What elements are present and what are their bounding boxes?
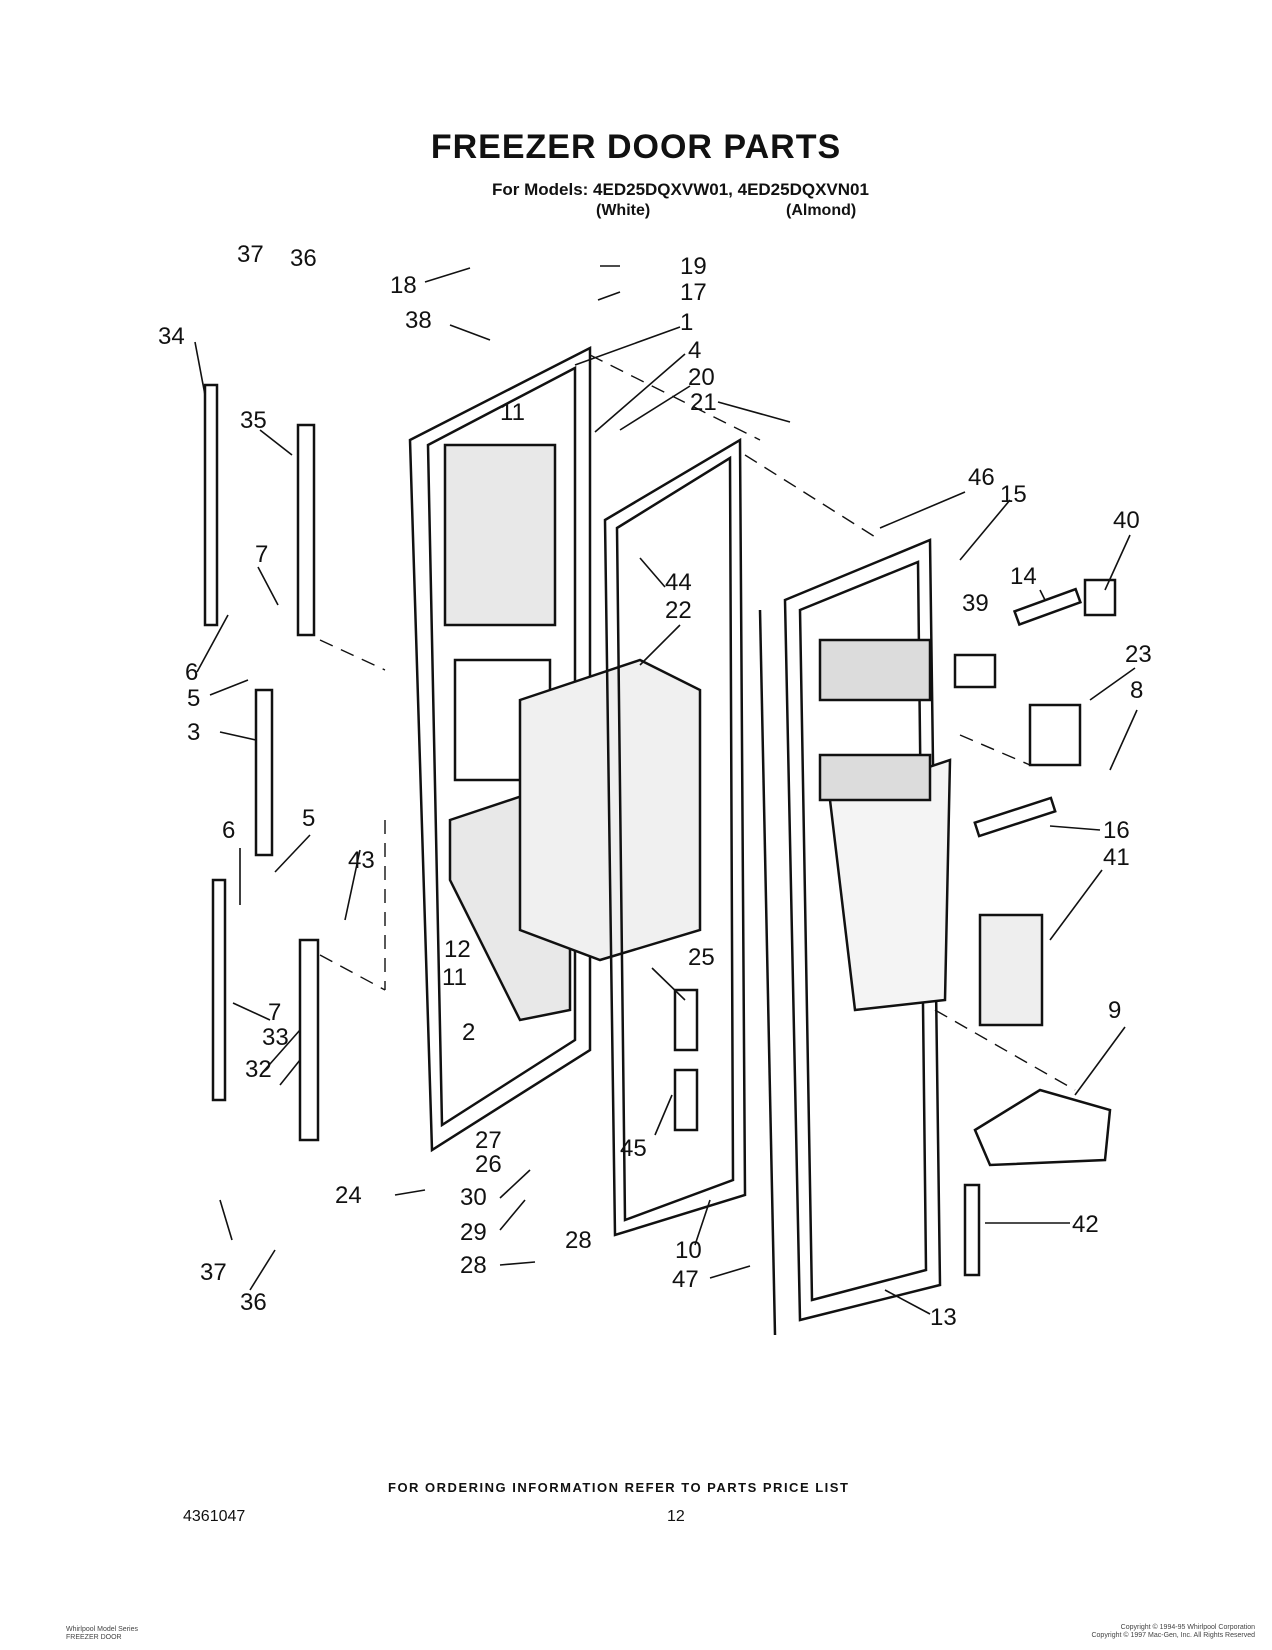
callout-19: 19 [680,253,707,280]
callout-46: 46 [968,464,995,491]
part-39 [953,653,997,689]
callout-3: 3 [187,719,200,746]
color-almond-label: (Almond) [786,202,857,219]
filter-41 [978,913,1044,1027]
callout-29: 29 [460,1219,487,1246]
insulation-top [443,443,557,627]
callout-10: 10 [675,1237,702,1264]
callout-1: 1 [680,309,693,336]
callout-18: 18 [390,272,417,299]
callout-33: 33 [262,1024,289,1051]
callout-37-top: 37 [237,241,264,268]
door-gasket [603,437,747,1237]
callout-39: 39 [962,590,989,617]
shelf-lower [818,753,932,802]
shelf-upper [818,638,932,702]
callout-21: 21 [690,389,717,416]
document-number: 4361047 [183,1508,246,1525]
callout-30: 30 [460,1184,487,1211]
part-32 [298,938,320,1142]
callout-40: 40 [1113,507,1140,534]
callout-23: 23 [1125,641,1152,668]
part-40 [1083,578,1117,617]
part-33 [211,878,227,1102]
page-title: FREEZER DOOR PARTS [430,128,842,166]
callout-14: 14 [1010,563,1037,590]
callout-36-top: 36 [290,245,317,272]
callout-7-top: 7 [255,541,268,568]
door-panel [408,345,592,1153]
hinge-rail-35 [296,423,316,637]
part-3 [254,688,274,857]
callout-9: 9 [1108,997,1121,1024]
callout-42: 42 [1072,1211,1099,1238]
callout-28-left: 28 [460,1252,487,1279]
footer-left-note: Whirlpool Model Series FREEZER DOOR [66,1626,138,1642]
tray-9 [973,1088,1112,1167]
part-45-bottom [673,1068,699,1132]
door-drawing [194,265,1138,1336]
liner-side-strip [758,609,777,1336]
callout-4: 4 [688,337,701,364]
callout-25: 25 [688,944,715,971]
color-white-label: (White) [596,202,651,219]
ordering-notice: FOR ORDERING INFORMATION REFER TO PARTS … [388,1480,850,1495]
footer-copyright-line-2: Copyright © 1997 Mac-Gen, Inc. All Right… [1091,1632,1255,1639]
callout-labels: 37 36 18 19 17 38 1 4 20 21 34 35 11 46 … [158,241,1152,1331]
part-42 [963,1183,981,1277]
callout-7-bottom: 7 [268,999,281,1026]
footer-left-line-2: FREEZER DOOR [66,1634,122,1641]
callout-11-bottom: 11 [442,964,467,991]
callout-24: 24 [335,1182,362,1209]
models-line: For Models: 4ED25DQXVW01, 4ED25DQXVN01 [492,180,869,199]
callout-5-top: 5 [187,685,200,712]
footer-copyright: Copyright © 1994-95 Whirlpool Corporatio… [1085,1624,1255,1640]
leader-lines [194,265,1138,1315]
door-liner [783,538,942,1322]
callout-12: 12 [444,936,471,963]
callout-41: 41 [1103,844,1130,871]
callout-35: 35 [240,407,267,434]
footer-copyright-line-1: Copyright © 1994-95 Whirlpool Corporatio… [1120,1624,1255,1631]
part-23 [1028,703,1082,767]
part-14 [1012,587,1083,627]
door-gasket-inner [615,455,735,1222]
callout-37-bottom: 37 [200,1259,227,1286]
callout-17: 17 [680,279,707,306]
callout-13: 13 [930,1304,957,1331]
callout-34: 34 [158,323,185,350]
callout-47: 47 [672,1266,699,1293]
callout-6-bottom: 6 [222,817,235,844]
callout-22: 22 [665,597,692,624]
callout-26: 26 [475,1151,502,1178]
callout-36-bottom: 36 [240,1289,267,1316]
callout-43: 43 [348,847,375,874]
door-liner-inner [798,560,928,1302]
part-16 [973,796,1057,838]
page-number: 12 [667,1508,685,1525]
part-45-top [673,988,699,1052]
hinge-rail-34 [203,383,219,627]
callout-45: 45 [620,1135,647,1162]
callout-38: 38 [405,307,432,334]
callout-5-bottom: 5 [302,805,315,832]
callout-44: 44 [665,569,692,596]
callout-2: 2 [462,1019,475,1046]
callout-11-top: 11 [500,399,525,426]
callout-16: 16 [1103,817,1130,844]
callout-28-right: 28 [565,1227,592,1254]
callout-20: 20 [688,364,715,391]
callout-8: 8 [1130,677,1143,704]
footer-left-line-1: Whirlpool Model Series [66,1626,138,1633]
callout-15: 15 [1000,481,1027,508]
callout-27: 27 [475,1127,502,1154]
dashed-guides [319,354,1076,1091]
callout-6-top: 6 [185,659,198,686]
callout-32: 32 [245,1056,272,1083]
door-panel-inner [426,365,577,1128]
